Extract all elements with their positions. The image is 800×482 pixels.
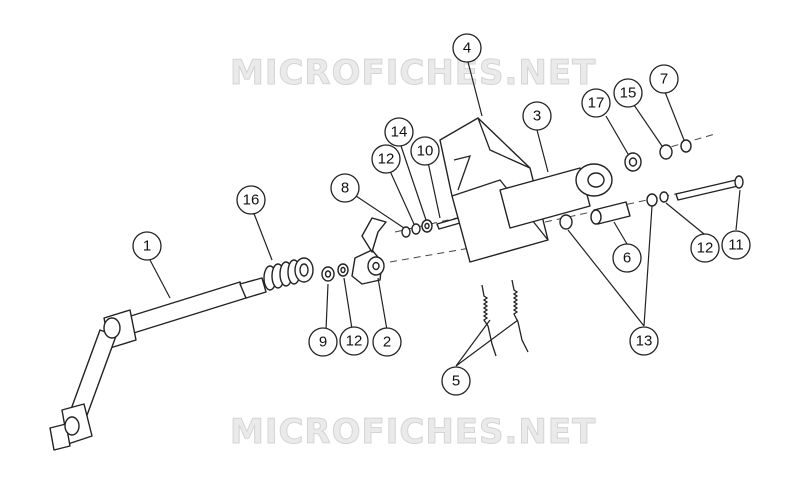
callout-13: 13 [629, 326, 659, 356]
callout-12-upper: 12 [371, 144, 401, 174]
callout-4: 4 [452, 33, 482, 63]
svg-text:4: 4 [463, 40, 471, 57]
watermark-top: MICROFICHES.NET [230, 53, 596, 93]
svg-text:8: 8 [341, 180, 349, 197]
part-bolt-11 [675, 175, 744, 201]
svg-text:12: 12 [378, 151, 395, 168]
leader-11 [735, 189, 741, 231]
leader-14 [399, 142, 427, 221]
part-column-housing-3-4 [439, 117, 613, 263]
part-nut-9 [321, 266, 335, 282]
leader-3 [536, 129, 549, 173]
leader-12-upper [389, 170, 415, 225]
part-spacer-6 [590, 201, 631, 225]
part-lever-2 [351, 217, 387, 285]
part-nut-14 [421, 219, 433, 233]
svg-text:5: 5 [452, 373, 460, 390]
callout-12-right: 12 [690, 233, 720, 263]
leader-4 [467, 61, 483, 117]
callout-12-lower: 12 [339, 326, 369, 356]
callout-15: 15 [613, 78, 643, 108]
svg-text:15: 15 [620, 85, 637, 102]
svg-text:7: 7 [660, 71, 668, 88]
part-washer-13-right [646, 193, 658, 207]
callout-16: 16 [236, 185, 266, 215]
svg-text:10: 10 [417, 143, 434, 160]
callout-11: 11 [721, 230, 751, 260]
svg-text:1: 1 [143, 238, 151, 255]
svg-text:11: 11 [728, 237, 744, 254]
svg-text:9: 9 [319, 334, 327, 351]
part-washer-13-left [559, 214, 573, 230]
part-ring-15 [659, 144, 673, 160]
assembly-axis-lower [389, 247, 471, 263]
svg-text:13: 13 [636, 333, 653, 350]
svg-text:16: 16 [243, 192, 260, 209]
part-bolt-8 [401, 226, 411, 238]
part-washer-12-upper [411, 223, 421, 235]
leader-2 [377, 277, 388, 331]
leader-1 [149, 259, 171, 299]
svg-text:12: 12 [697, 240, 714, 257]
svg-text:3: 3 [533, 108, 541, 125]
part-bushing-17 [624, 152, 642, 172]
part-washer-12-lower [337, 263, 349, 277]
watermark-bottom: MICROFICHES.NET [230, 412, 596, 452]
leader-9 [325, 283, 329, 331]
callout-9: 9 [308, 327, 338, 357]
leader-12-lower [343, 277, 353, 330]
svg-text:14: 14 [391, 124, 408, 141]
callout-2: 2 [372, 327, 402, 357]
leader-15 [633, 104, 663, 147]
callout-5: 5 [441, 366, 471, 396]
callout-10: 10 [410, 136, 440, 166]
svg-text:12: 12 [346, 333, 363, 350]
callout-17: 17 [581, 88, 611, 118]
leader-17 [605, 115, 629, 155]
part-springs-5 [481, 279, 529, 357]
part-clip-7 [680, 139, 692, 153]
leader-16 [252, 210, 273, 261]
leader-13 [567, 205, 653, 327]
part-steering-shaft [49, 277, 267, 451]
svg-text:17: 17 [588, 95, 605, 112]
part-washer-12-right [659, 191, 669, 203]
svg-text:6: 6 [623, 250, 631, 267]
leader-8 [355, 195, 405, 229]
leader-10 [427, 161, 441, 219]
callout-1: 1 [132, 231, 162, 261]
callout-6: 6 [612, 243, 642, 273]
callout-8: 8 [330, 173, 360, 203]
leader-12-right [665, 202, 705, 235]
part-spring-bearing-16 [263, 257, 314, 291]
callout-7: 7 [649, 64, 679, 94]
leader-7 [664, 91, 685, 141]
callout-14: 14 [384, 117, 414, 147]
svg-text:2: 2 [383, 334, 391, 351]
leader-6 [613, 221, 628, 245]
assembly-axis-right [544, 179, 741, 223]
callout-3: 3 [522, 101, 552, 131]
leader-5 [455, 319, 519, 367]
